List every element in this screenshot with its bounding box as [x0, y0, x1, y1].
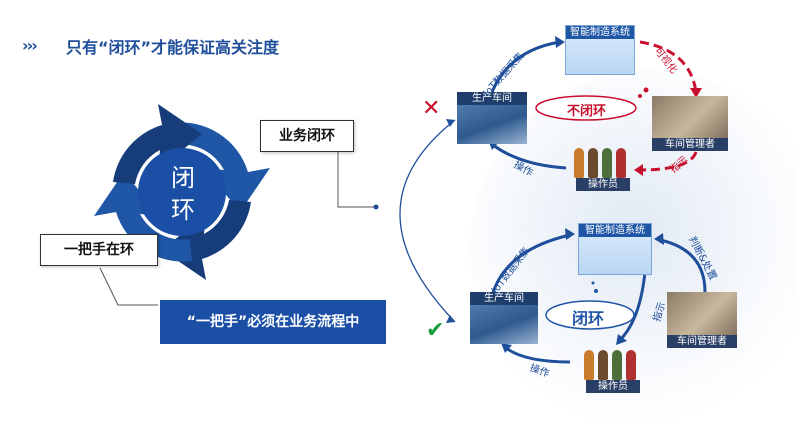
workshop-image-bottom: 生产车间	[470, 292, 538, 344]
manager-label: 车间管理者	[667, 335, 737, 348]
ring-char-1: 闭	[171, 164, 195, 192]
leader-in-loop-label: 一把手在环	[40, 234, 158, 266]
ring-segment-4	[113, 104, 202, 184]
arrow-instruct-bottom	[618, 271, 647, 342]
business-loop-label: 业务闭环	[260, 120, 354, 152]
workers-group-top: 操作员	[568, 146, 638, 191]
ring-segment-3	[94, 172, 192, 262]
main-arc	[399, 119, 456, 323]
not-closed-text: 不闭环	[567, 104, 607, 119]
arrow-judge-bottom	[659, 238, 707, 293]
manager-photo-top: 车间管理者	[652, 96, 728, 151]
arrow-instruct-top	[639, 151, 698, 172]
ring-segment-1	[172, 122, 270, 212]
system-panel-title: 智能制造系统	[566, 26, 634, 39]
workshop-label: 生产车间	[470, 292, 538, 305]
manager-label: 车间管理者	[652, 138, 728, 151]
ring-char-2: 环	[171, 196, 195, 224]
cloud-closed	[545, 300, 635, 330]
closed-text: 闭环	[572, 309, 605, 328]
page-title: 只有“闭环”才能保证高关注度	[66, 38, 280, 57]
workers-label: 操作员	[576, 178, 630, 191]
manager-photo-bottom: 车间管理者	[667, 292, 737, 348]
cross-icon: ✕	[422, 96, 441, 121]
arrow-operate-top	[492, 143, 567, 170]
workshop-image-top: 生产车间	[457, 92, 527, 144]
system-panel-bottom: 智能制造系统	[578, 223, 652, 275]
system-panel-title: 智能制造系统	[579, 224, 651, 237]
arrow-visualize-top	[639, 40, 698, 93]
loop-ring	[94, 36, 707, 364]
connector-leader	[99, 267, 158, 306]
arrow-operate-bottom	[505, 346, 571, 364]
connector-business-loop	[337, 150, 376, 208]
system-panel-top: 智能制造系统	[565, 25, 635, 75]
workers-group-bottom: 操作员	[578, 348, 648, 393]
chevrons-icon: ›››	[22, 36, 38, 55]
check-icon: ✔	[426, 318, 445, 343]
arrow-iot-bottom	[490, 233, 571, 297]
arrow-iot-top	[490, 40, 561, 93]
workshop-label: 生产车间	[457, 92, 527, 105]
workers-label: 操作员	[586, 380, 640, 393]
leader-in-process-box: “一把手”必须在业务流程中	[160, 300, 386, 344]
cloud-not-closed	[535, 95, 637, 121]
